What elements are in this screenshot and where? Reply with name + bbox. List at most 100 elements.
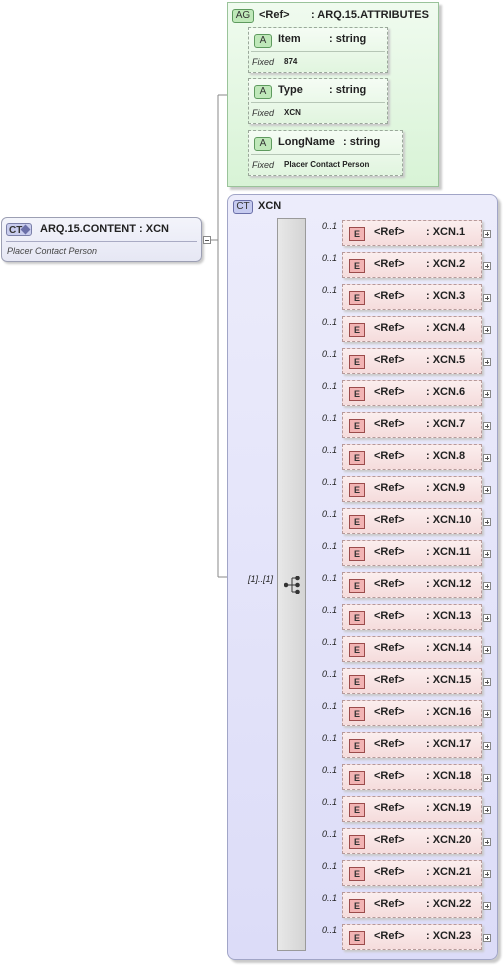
attribute-group-box[interactable]: AG <Ref> : ARQ.15.ATTRIBUTES A Item : st… [227, 2, 439, 187]
element-box[interactable]: E<Ref>: XCN.18 [342, 764, 491, 790]
element-ref: <Ref> [374, 898, 405, 910]
element-badge: E [349, 675, 365, 689]
sequence-occurrence: [1]..[1] [248, 574, 274, 584]
expand-toggle[interactable] [483, 486, 491, 494]
expand-toggle[interactable] [483, 774, 491, 782]
element-box[interactable]: E<Ref>: XCN.22 [342, 892, 491, 918]
element-box[interactable]: E<Ref>: XCN.7 [342, 412, 491, 438]
element-box[interactable]: E<Ref>: XCN.8 [342, 444, 491, 470]
element-ref: <Ref> [374, 290, 405, 302]
expand-toggle[interactable] [483, 390, 491, 398]
attribute-box[interactable]: A Type : string Fixed XCN [248, 78, 388, 124]
element-ref: <Ref> [374, 418, 405, 430]
attribute-type: : string [329, 33, 367, 45]
expand-toggle[interactable] [483, 838, 491, 846]
expand-toggle[interactable] [483, 646, 491, 654]
expand-toggle[interactable] [483, 230, 491, 238]
root-element-box[interactable]: CT ARQ.15.CONTENT : XCN Placer Contact P… [1, 217, 202, 262]
element-occurrence: 0..1 [322, 413, 338, 423]
element-name: : XCN.6 [426, 386, 466, 398]
complex-type-badge: CT [233, 200, 253, 214]
element-name: : XCN.15 [426, 674, 472, 686]
element-occurrence: 0..1 [322, 701, 338, 711]
element-name: : XCN.17 [426, 738, 472, 750]
element-ref: <Ref> [374, 546, 405, 558]
element-badge: E [349, 931, 365, 945]
element-name: : XCN.14 [426, 642, 472, 654]
element-badge: E [349, 291, 365, 305]
element-name: : XCN.13 [426, 610, 472, 622]
element-box[interactable]: E<Ref>: XCN.4 [342, 316, 491, 342]
expand-toggle[interactable] [483, 262, 491, 270]
expand-toggle[interactable] [483, 934, 491, 942]
element-ref: <Ref> [374, 866, 405, 878]
element-badge: E [349, 707, 365, 721]
element-name: : XCN.1 [426, 226, 466, 238]
element-box[interactable]: E<Ref>: XCN.12 [342, 572, 491, 598]
element-ref: <Ref> [374, 610, 405, 622]
element-box[interactable]: E<Ref>: XCN.19 [342, 796, 491, 822]
element-badge: E [349, 867, 365, 881]
element-name: : XCN.21 [426, 866, 472, 878]
fixed-value: 874 [284, 57, 298, 66]
divider [251, 51, 385, 52]
element-box[interactable]: E<Ref>: XCN.11 [342, 540, 491, 566]
element-box[interactable]: E <Ref> : XCN.21 [342, 860, 491, 886]
attribute-box[interactable]: A LongName : string Fixed Placer Contact… [248, 130, 403, 176]
element-box[interactable]: E <Ref> : XCN.14 [342, 636, 491, 662]
element-occurrence: 0..1 [322, 285, 338, 295]
element-box[interactable]: E<Ref>: XCN.13 [342, 604, 491, 630]
element-ref: <Ref> [374, 482, 405, 494]
expand-toggle[interactable] [483, 742, 491, 750]
expand-toggle[interactable] [483, 294, 491, 302]
element-name: : XCN.22 [426, 898, 472, 910]
expand-toggle[interactable] [483, 678, 491, 686]
expand-toggle[interactable] [483, 614, 491, 622]
expand-toggle[interactable] [483, 326, 491, 334]
element-name: : XCN.23 [426, 930, 472, 942]
element-box[interactable]: E<Ref>: XCN.20 [342, 828, 491, 854]
expand-toggle[interactable] [483, 550, 491, 558]
element-box[interactable]: E <Ref> : XCN.23 [342, 924, 491, 950]
element-occurrence: 0..1 [322, 829, 338, 839]
expand-toggle[interactable] [483, 422, 491, 430]
element-box[interactable]: E<Ref>: XCN.10 [342, 508, 491, 534]
expand-toggle[interactable] [483, 806, 491, 814]
element-occurrence: 0..1 [322, 541, 338, 551]
complex-type-badge-label: CT [9, 225, 23, 236]
collapse-toggle[interactable] [203, 236, 211, 244]
attribute-name: Type [278, 84, 303, 96]
element-box[interactable]: E<Ref>: XCN.9 [342, 476, 491, 502]
element-badge: E [349, 643, 365, 657]
expand-toggle[interactable] [483, 518, 491, 526]
element-occurrence: 0..1 [322, 733, 338, 743]
element-ref: <Ref> [374, 642, 405, 654]
element-badge: E [349, 451, 365, 465]
element-box[interactable]: E<Ref>: XCN.2 [342, 252, 491, 278]
element-badge: E [349, 387, 365, 401]
expand-toggle[interactable] [483, 902, 491, 910]
fixed-value: Placer Contact Person [284, 160, 370, 169]
element-box[interactable]: E<Ref>: XCN.17 [342, 732, 491, 758]
element-badge: E [349, 739, 365, 753]
element-box[interactable]: E<Ref>: XCN.5 [342, 348, 491, 374]
expand-toggle[interactable] [483, 358, 491, 366]
element-box[interactable]: E<Ref>: XCN.16 [342, 700, 491, 726]
element-badge: E [349, 419, 365, 433]
fixed-value: XCN [284, 108, 301, 117]
expand-toggle[interactable] [483, 870, 491, 878]
attribute-type: : string [343, 136, 381, 148]
attribute-box[interactable]: A Item : string Fixed 874 [248, 27, 388, 73]
expand-toggle[interactable] [483, 582, 491, 590]
attribute-name: Item [278, 33, 301, 45]
element-box[interactable]: E<Ref>: XCN.6 [342, 380, 491, 406]
expand-toggle[interactable] [483, 454, 491, 462]
element-name: : XCN.8 [426, 450, 466, 462]
element-ref: <Ref> [374, 930, 405, 942]
expand-toggle[interactable] [483, 710, 491, 718]
element-name: : XCN.5 [426, 354, 466, 366]
element-box[interactable]: E<Ref>: XCN.3 [342, 284, 491, 310]
element-name: : XCN.11 [426, 546, 471, 558]
element-box[interactable]: E<Ref>: XCN.15 [342, 668, 491, 694]
element-box[interactable]: E<Ref>: XCN.1 [342, 220, 491, 246]
